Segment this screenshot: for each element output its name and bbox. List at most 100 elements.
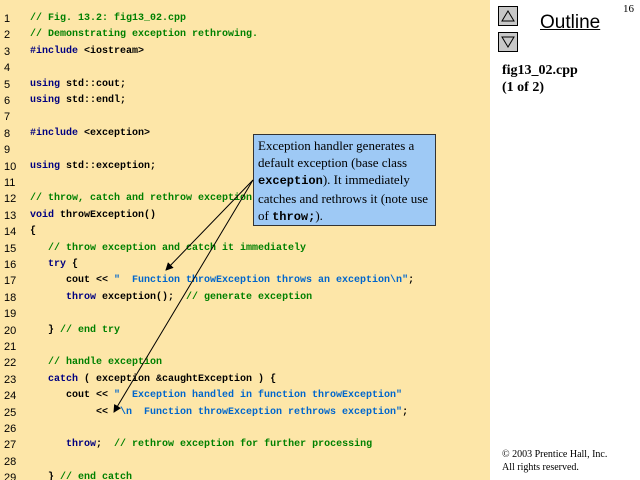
code-token: std::endl; — [60, 95, 127, 106]
line-number: 3 — [4, 45, 11, 58]
callout-text-1: Exception handler generates a default ex… — [258, 138, 415, 170]
code-token: } — [30, 324, 61, 336]
code-token: // generate exception — [186, 291, 313, 303]
line-number: 20 — [4, 324, 17, 337]
line-number: 17 — [4, 275, 17, 288]
code-text: cout << " Exception handled in function … — [30, 388, 402, 404]
code-token: catch — [48, 373, 79, 385]
code-token: <iostream> — [78, 45, 145, 57]
code-text: << "\n Function throwException rethrows … — [30, 405, 408, 421]
code-text: try { — [30, 257, 78, 273]
code-token: ; — [402, 406, 409, 418]
code-token — [30, 292, 66, 303]
code-token: ; — [96, 439, 115, 451]
code-text: // throw exception and catch it immediat… — [30, 241, 306, 257]
code-line: 22 // handle exception — [0, 355, 490, 371]
code-line: 14 { — [0, 224, 490, 240]
line-number: 23 — [4, 373, 17, 386]
previous-slide-button[interactable] — [498, 6, 518, 26]
code-text: #include <iostream> — [30, 44, 144, 60]
copyright-line-1: © 2003 Prentice Hall, Inc. — [502, 449, 608, 460]
code-token: // handle exception — [30, 357, 163, 369]
code-token: " Function throwException throws an exce… — [114, 275, 409, 287]
code-line: 20 } // end try — [0, 323, 490, 339]
code-token: std::exception; — [60, 160, 157, 172]
code-line: 24 cout << " Exception handled in functi… — [0, 388, 490, 404]
line-number: 27 — [4, 439, 17, 452]
code-token: { — [30, 226, 37, 238]
code-line: 11 — [0, 175, 490, 191]
code-token: using — [30, 160, 61, 172]
code-token: } — [30, 472, 61, 480]
code-line: 1// Fig. 13.2: fig13_02.cpp — [0, 11, 490, 27]
code-line: 10 using std::exception; — [0, 159, 490, 175]
code-token — [30, 259, 48, 270]
code-text: throw exception(); // generate exception — [30, 290, 312, 306]
line-number: 15 — [4, 242, 17, 255]
outline-sidebar: 16 Outline fig13_02.cpp (1 of 2) © 2003 … — [490, 0, 640, 480]
code-text: // handle exception — [30, 355, 162, 371]
page-number: 16 — [623, 3, 634, 15]
line-number: 7 — [4, 111, 11, 124]
next-slide-button[interactable] — [498, 32, 518, 52]
code-token: // end try — [60, 324, 121, 336]
code-line: 29 } // end catch — [0, 470, 490, 480]
copyright-line-2: All rights reserved. — [502, 462, 579, 473]
code-token — [30, 374, 48, 385]
code-text: catch ( exception &caughtException ) { — [30, 372, 276, 388]
line-number: 13 — [4, 209, 17, 222]
line-number: 8 — [4, 127, 11, 140]
code-text: // Fig. 13.2: fig13_02.cpp — [30, 11, 186, 27]
code-token: throw — [66, 291, 97, 303]
code-line: 26 — [0, 421, 490, 437]
code-token: <exception> — [78, 127, 151, 139]
line-number: 16 — [4, 259, 17, 271]
code-token: using — [30, 95, 61, 106]
code-line: 16 try { — [0, 257, 490, 273]
code-text: cout << " Function throwException throws… — [30, 273, 414, 289]
code-text: { — [30, 224, 36, 240]
outline-link[interactable]: Outline — [540, 12, 601, 33]
file-name: fig13_02.cpp — [502, 63, 578, 78]
code-token: cout << — [30, 390, 115, 402]
callout-text-3: ). — [315, 208, 323, 223]
line-number: 14 — [4, 226, 17, 239]
code-line: 19 — [0, 306, 490, 322]
code-line: 9 — [0, 142, 490, 158]
code-line: 18 throw exception(); // generate except… — [0, 290, 490, 306]
code-line: 4 — [0, 60, 490, 76]
code-line: 2// Demonstrating exception rethrowing. — [0, 27, 490, 43]
code-text: using std::exception; — [30, 159, 156, 175]
code-token: " Exception handled in function throwExc… — [114, 390, 403, 402]
line-number: 12 — [4, 193, 17, 206]
code-text: } // end catch — [30, 470, 132, 480]
code-line: 17 cout << " Function throwException thr… — [0, 273, 490, 289]
code-token: ( exception &caughtException ) { — [78, 373, 277, 385]
code-token: throwException() — [54, 209, 157, 221]
line-number: 10 — [4, 160, 17, 173]
code-text: throw; // rethrow exception for further … — [30, 437, 372, 453]
copyright-notice: © 2003 Prentice Hall, Inc. All rights re… — [502, 448, 607, 474]
code-text: void throwException() — [30, 208, 156, 224]
code-token: << — [30, 406, 115, 418]
code-line: 23 catch ( exception &caughtException ) … — [0, 372, 490, 388]
code-text: #include <exception> — [30, 126, 150, 142]
line-number: 28 — [4, 455, 17, 468]
line-number: 24 — [4, 390, 17, 403]
line-number: 22 — [4, 357, 17, 370]
code-text: using std::cout; — [30, 77, 126, 93]
code-line: 3 #include <iostream> — [0, 44, 490, 60]
code-line: 7 — [0, 109, 490, 125]
code-token: // end catch — [60, 472, 133, 480]
code-token: std::cout; — [60, 78, 127, 90]
code-token: void — [30, 209, 55, 221]
line-number: 29 — [4, 472, 17, 480]
code-text: // throw, catch and rethrow exception — [30, 191, 252, 207]
triangle-up-icon — [501, 10, 515, 22]
line-number: 9 — [4, 144, 11, 157]
line-number: 21 — [4, 341, 17, 353]
code-line: 15 // throw exception and catch it immed… — [0, 241, 490, 257]
code-line: 28 — [0, 454, 490, 470]
